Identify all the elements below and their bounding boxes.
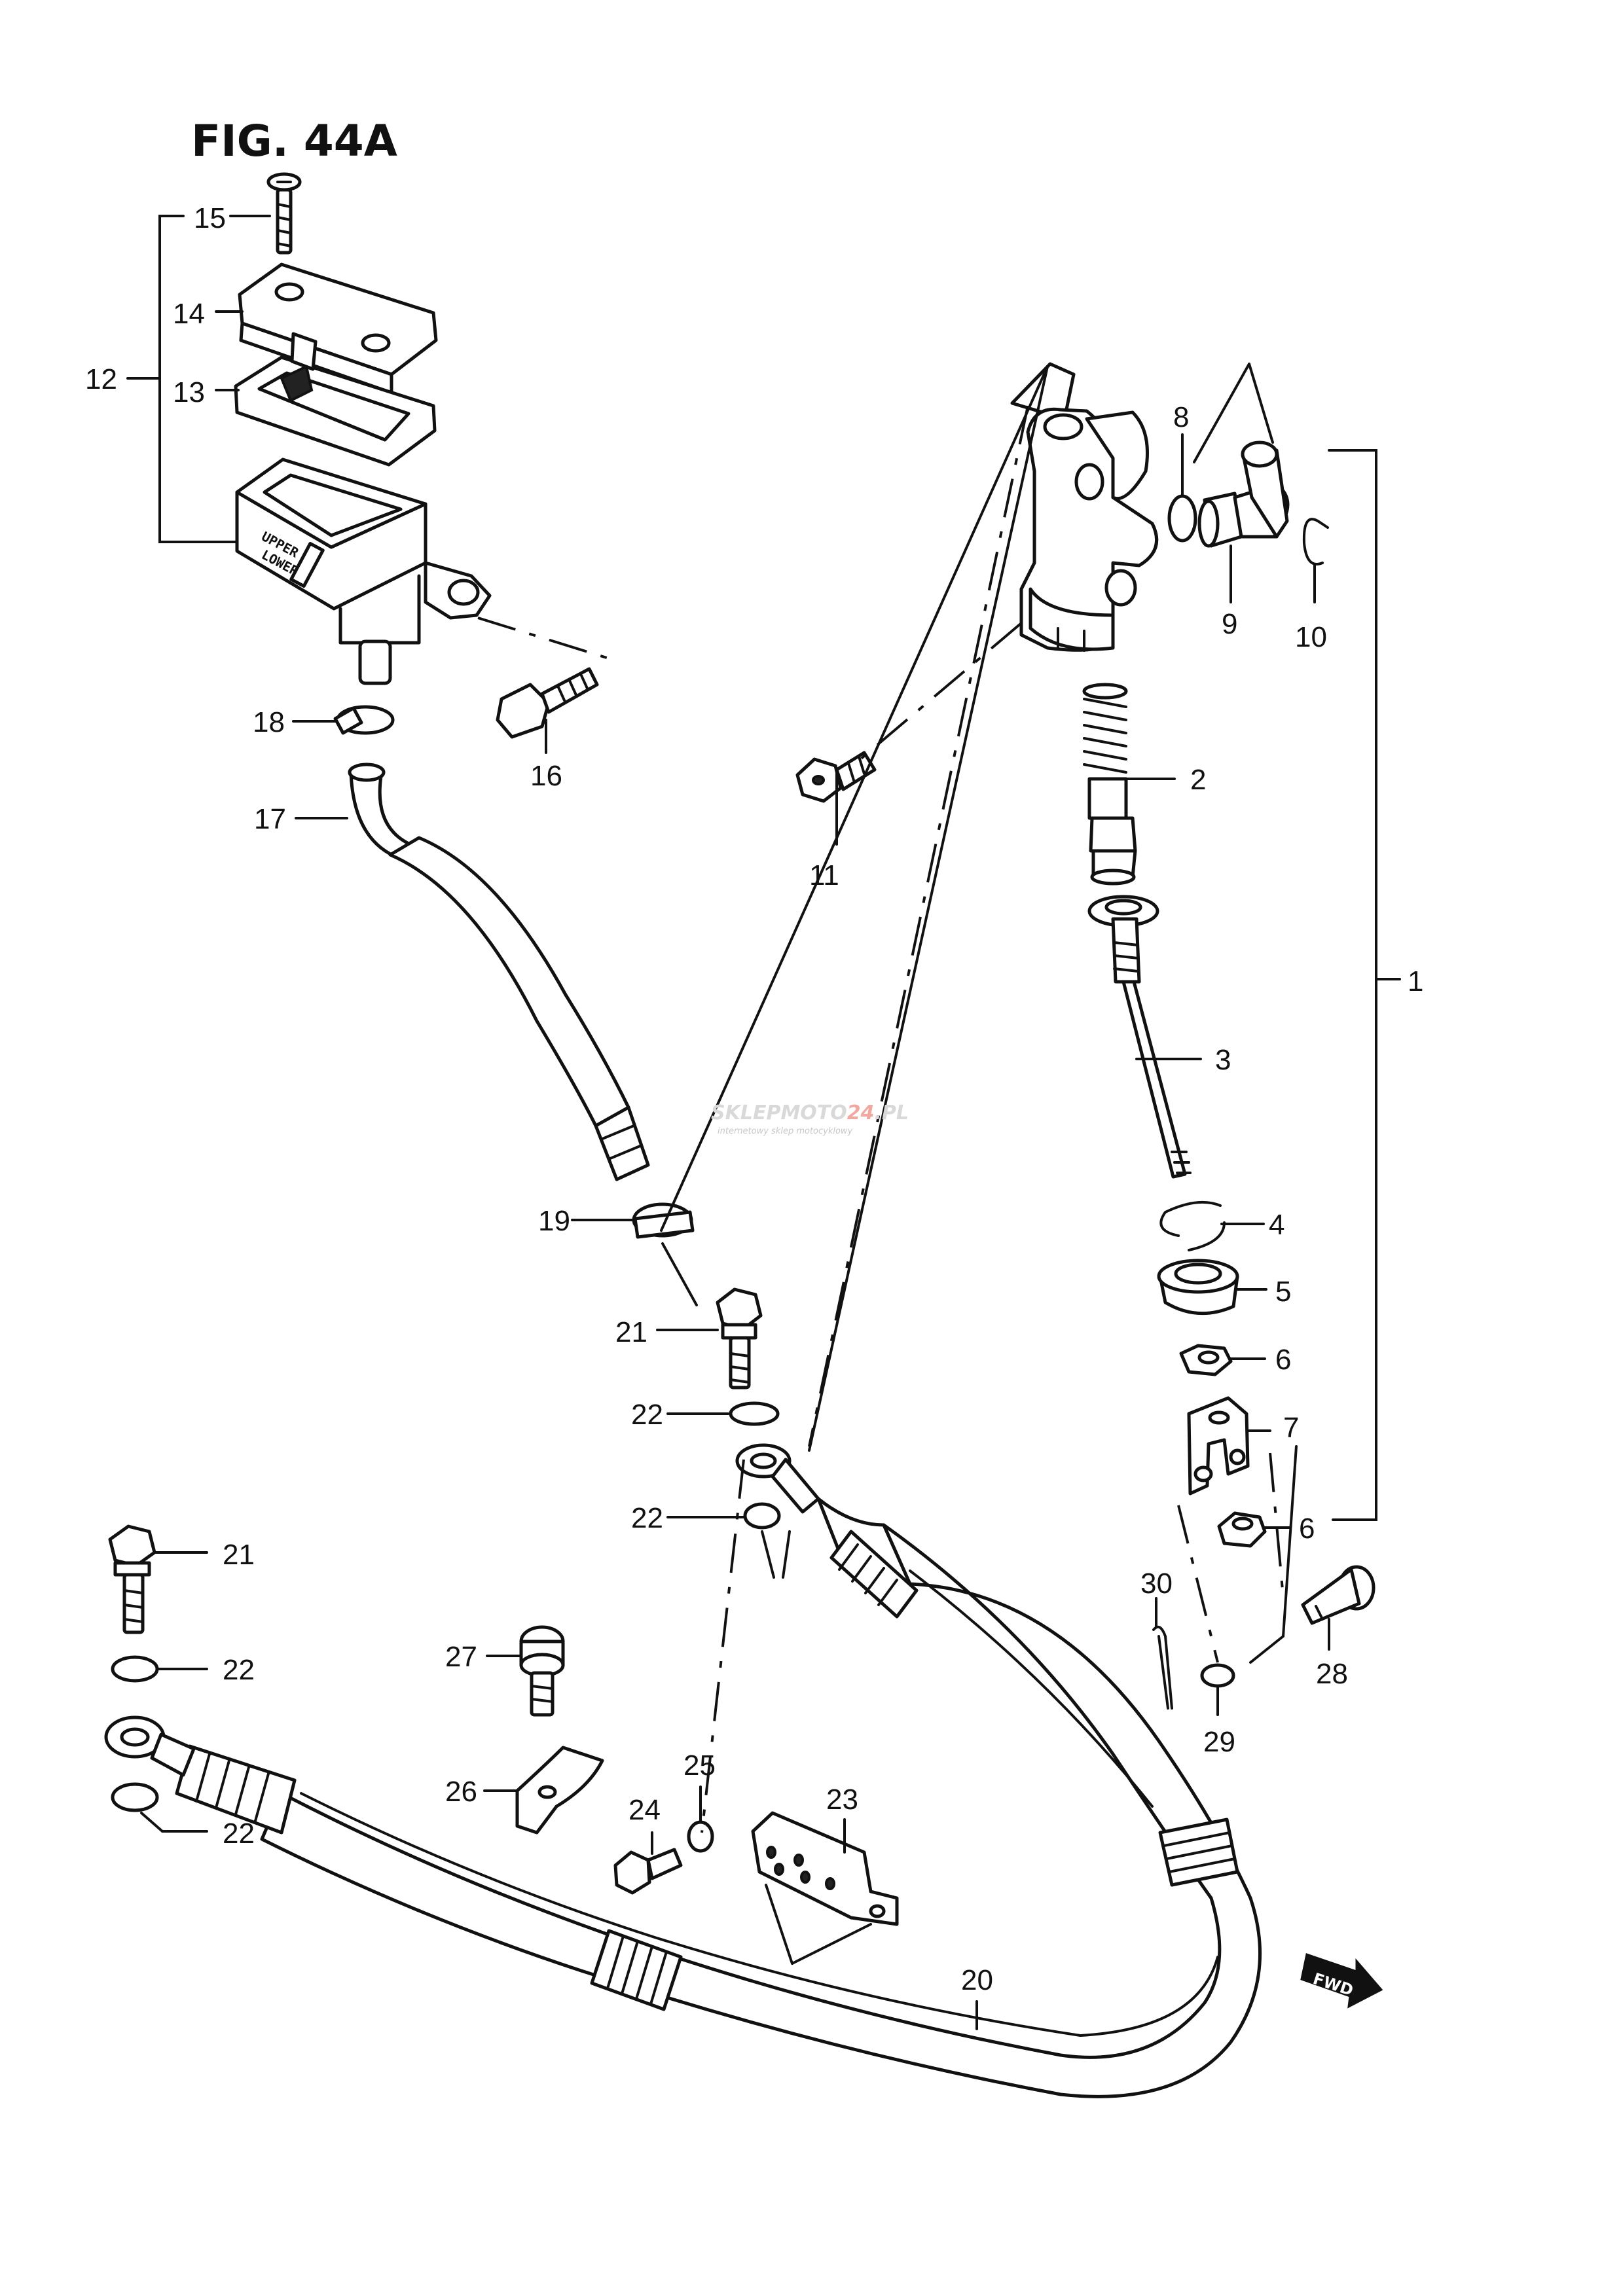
label-3: 3 bbox=[1215, 1044, 1231, 1076]
part-2-piston-spring bbox=[1082, 683, 1137, 886]
label-30: 30 bbox=[1140, 1568, 1173, 1600]
label-2: 2 bbox=[1190, 764, 1206, 796]
leader-lines bbox=[140, 215, 1330, 2030]
part-22-washer-d bbox=[111, 1782, 159, 1812]
part-24-bolt bbox=[613, 1848, 683, 1895]
label-23: 23 bbox=[826, 1784, 858, 1816]
part-17-hose bbox=[348, 762, 650, 1181]
part-29-washer bbox=[1200, 1663, 1235, 1688]
watermark-domain: .PL bbox=[875, 1102, 909, 1124]
label-4: 4 bbox=[1269, 1209, 1284, 1241]
part-22-washer-b bbox=[743, 1502, 781, 1530]
label-21b: 21 bbox=[223, 1539, 255, 1571]
part-20-brake-hose bbox=[104, 1443, 1262, 2098]
part-26-clamp bbox=[515, 1746, 604, 1835]
label-12: 12 bbox=[85, 363, 117, 395]
part-4-circlip bbox=[1159, 1200, 1226, 1251]
part-30-cotter-pin bbox=[1152, 1625, 1173, 1710]
label-14: 14 bbox=[173, 298, 205, 330]
label-28: 28 bbox=[1316, 1658, 1348, 1690]
assembly-lines bbox=[477, 363, 1298, 1965]
label-27: 27 bbox=[445, 1641, 477, 1673]
label-20: 20 bbox=[961, 1964, 993, 1996]
part-23-bracket bbox=[751, 1811, 899, 1926]
label-7: 7 bbox=[1283, 1412, 1299, 1444]
part-labels: 15 14 12 13 18 16 17 11 19 21 22 22 21 2… bbox=[85, 202, 1423, 1996]
watermark-brand-b: 24 bbox=[847, 1102, 875, 1124]
part-6-nut-lower bbox=[1217, 1511, 1267, 1548]
part-22-washer-a bbox=[729, 1401, 780, 1426]
label-1: 1 bbox=[1408, 965, 1423, 997]
label-22b: 22 bbox=[631, 1502, 663, 1534]
part-1-master-cylinder bbox=[1010, 362, 1159, 652]
part-12-reservoir: UPPER LOWER bbox=[235, 457, 492, 685]
part-7-clevis bbox=[1187, 1396, 1250, 1496]
label-5: 5 bbox=[1275, 1276, 1291, 1308]
label-6a: 6 bbox=[1275, 1344, 1291, 1376]
watermark-tagline: internetowy sklep motocyklowy bbox=[718, 1126, 853, 1136]
label-11: 11 bbox=[809, 859, 839, 891]
part-25-washer bbox=[687, 1820, 714, 1853]
label-17: 17 bbox=[254, 803, 286, 835]
part-9-elbow bbox=[1197, 440, 1290, 548]
part-22-washer-c bbox=[111, 1655, 159, 1683]
fwd-direction-badge: FWD bbox=[1300, 1953, 1383, 2009]
part-11-bolt bbox=[795, 751, 877, 803]
label-9: 9 bbox=[1222, 608, 1237, 640]
part-19-clamp bbox=[632, 1202, 695, 1239]
bracket-1 bbox=[1328, 449, 1401, 1521]
label-10: 10 bbox=[1295, 621, 1327, 653]
part-28-clevis-pin bbox=[1301, 1565, 1375, 1625]
watermark-brand-a: SKLEPMOTO bbox=[711, 1102, 847, 1124]
part-5-boot bbox=[1157, 1259, 1239, 1316]
part-10-circlip bbox=[1302, 518, 1329, 565]
label-24: 24 bbox=[628, 1794, 661, 1826]
part-13-diaphragm-plate bbox=[234, 332, 437, 467]
part-15-screw bbox=[266, 172, 302, 255]
part-21-banjo-bolt-upper bbox=[716, 1287, 763, 1390]
label-29: 29 bbox=[1203, 1726, 1235, 1758]
label-22d: 22 bbox=[223, 1818, 255, 1850]
label-8: 8 bbox=[1173, 401, 1189, 433]
bracket-12 bbox=[126, 215, 250, 543]
label-16: 16 bbox=[530, 760, 562, 792]
watermark: SKLEPMOTO24.PL internetowy sklep motocyk… bbox=[711, 1102, 909, 1136]
label-26: 26 bbox=[445, 1776, 477, 1808]
label-6b: 6 bbox=[1299, 1513, 1315, 1545]
label-19: 19 bbox=[538, 1205, 570, 1237]
part-3-push-rod bbox=[1087, 895, 1192, 1179]
label-15: 15 bbox=[194, 202, 226, 234]
part-8-o-ring bbox=[1167, 494, 1197, 543]
label-25: 25 bbox=[683, 1749, 716, 1782]
svg-text:SKLEPMOTO24.PL: SKLEPMOTO24.PL bbox=[711, 1102, 909, 1124]
label-22a: 22 bbox=[631, 1399, 663, 1431]
label-21a: 21 bbox=[615, 1316, 647, 1348]
label-18: 18 bbox=[253, 706, 285, 738]
part-6-nut-upper bbox=[1179, 1344, 1233, 1376]
part-21-banjo-bolt-lower bbox=[108, 1524, 156, 1634]
part-27-bolt bbox=[519, 1625, 565, 1717]
label-22c: 22 bbox=[223, 1654, 255, 1686]
label-13: 13 bbox=[173, 376, 205, 408]
figure-title: FIG. 44A bbox=[191, 116, 397, 166]
part-16-bolt bbox=[496, 667, 599, 739]
part-18-clip bbox=[333, 705, 395, 735]
